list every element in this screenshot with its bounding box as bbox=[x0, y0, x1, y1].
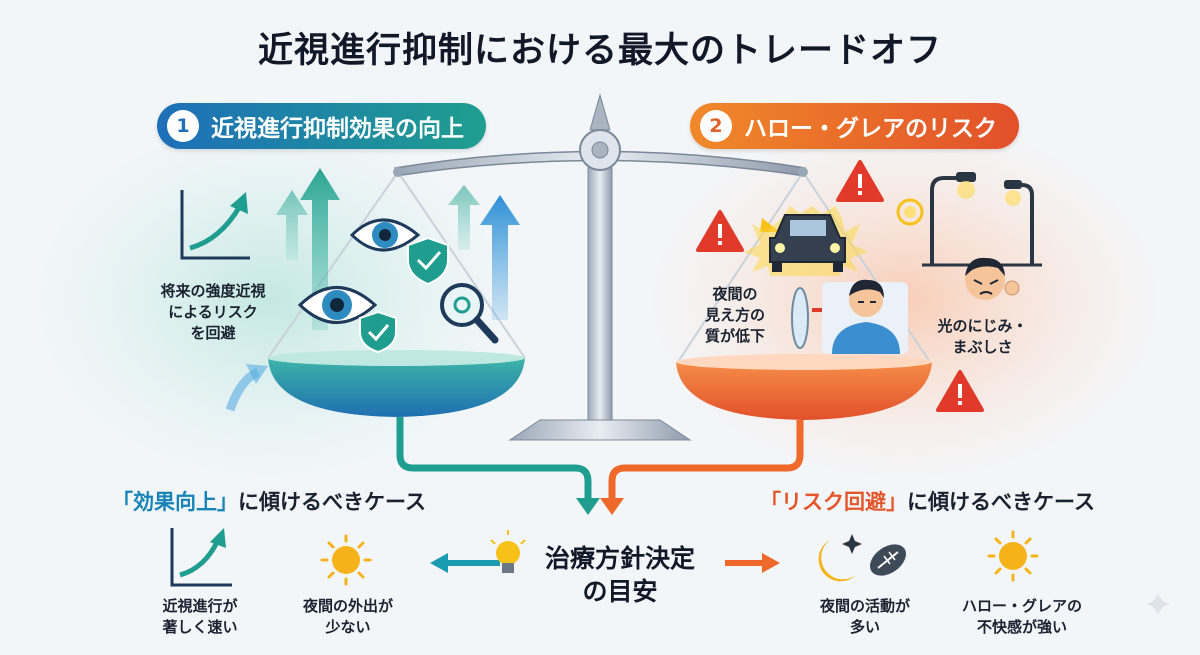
page-title: 近視進行抑制における最大のトレードオフ bbox=[257, 31, 942, 71]
shield-check-icon bbox=[359, 310, 397, 354]
right-panel-header: 2 ハロー・グレアのリスク bbox=[690, 103, 1019, 149]
warning-icon bbox=[696, 210, 744, 252]
up-arrows-icon bbox=[225, 168, 520, 412]
magnifier-icon bbox=[440, 283, 499, 344]
left-panel-number: 1 bbox=[167, 110, 199, 142]
left-panel-label: 将来の強度近視 によるリスク を回避 bbox=[160, 282, 266, 342]
left-case-title: 「効果向上」に傾けるべきケース bbox=[112, 490, 426, 514]
lens-icon bbox=[791, 287, 809, 349]
shield-check-icon bbox=[407, 236, 449, 286]
right-panel-heading: ハロー・グレアのリスク bbox=[744, 116, 997, 142]
street-lamp-icon bbox=[922, 172, 1042, 267]
warning-icon bbox=[936, 370, 984, 412]
left-panel-heading: 近視進行抑制効果の向上 bbox=[211, 116, 464, 142]
moon-and-football-icon bbox=[818, 534, 907, 582]
eye-icon bbox=[349, 218, 421, 252]
sparkle-icon bbox=[1146, 592, 1170, 616]
right-panel-label-glare: 光のにじみ・ まぶしさ bbox=[937, 317, 1028, 356]
arrow-right-icon bbox=[725, 553, 780, 573]
left-case-item-fast-progression: 近視進行が 著しく速い bbox=[162, 597, 238, 636]
right-case-title: 「リスク回避」に傾けるべきケース bbox=[760, 490, 1095, 514]
glare-ring-icon bbox=[896, 198, 924, 226]
sun-icon bbox=[320, 534, 372, 586]
trend-up-chart-icon bbox=[180, 190, 250, 260]
center-guideline-label: 治療方針決定 の目安 bbox=[544, 544, 695, 606]
trend-up-chart-icon bbox=[170, 528, 232, 587]
warning-icon bbox=[836, 160, 884, 202]
car-headlight-glare-icon bbox=[744, 206, 868, 276]
eye-icon bbox=[297, 286, 378, 324]
right-case-item-night-activity: 夜間の活動が 多い bbox=[819, 597, 910, 636]
lightbulb-icon bbox=[490, 530, 526, 573]
sun-icon bbox=[987, 530, 1039, 582]
left-case-item-few-night-outings: 夜間の外出が 少ない bbox=[302, 597, 393, 636]
right-panel-number: 2 bbox=[700, 110, 732, 142]
arrow-left-icon bbox=[430, 553, 500, 573]
person-glare-icon bbox=[965, 257, 1020, 300]
person-squinting-icon bbox=[822, 279, 908, 354]
right-panel-label-quality: 夜間の 見え方の 質が低下 bbox=[704, 285, 765, 345]
right-case-item-strong-discomfort: ハロー・グレアの 不快感が強い bbox=[961, 597, 1082, 636]
left-panel-header: 1 近視進行抑制効果の向上 bbox=[157, 103, 486, 149]
